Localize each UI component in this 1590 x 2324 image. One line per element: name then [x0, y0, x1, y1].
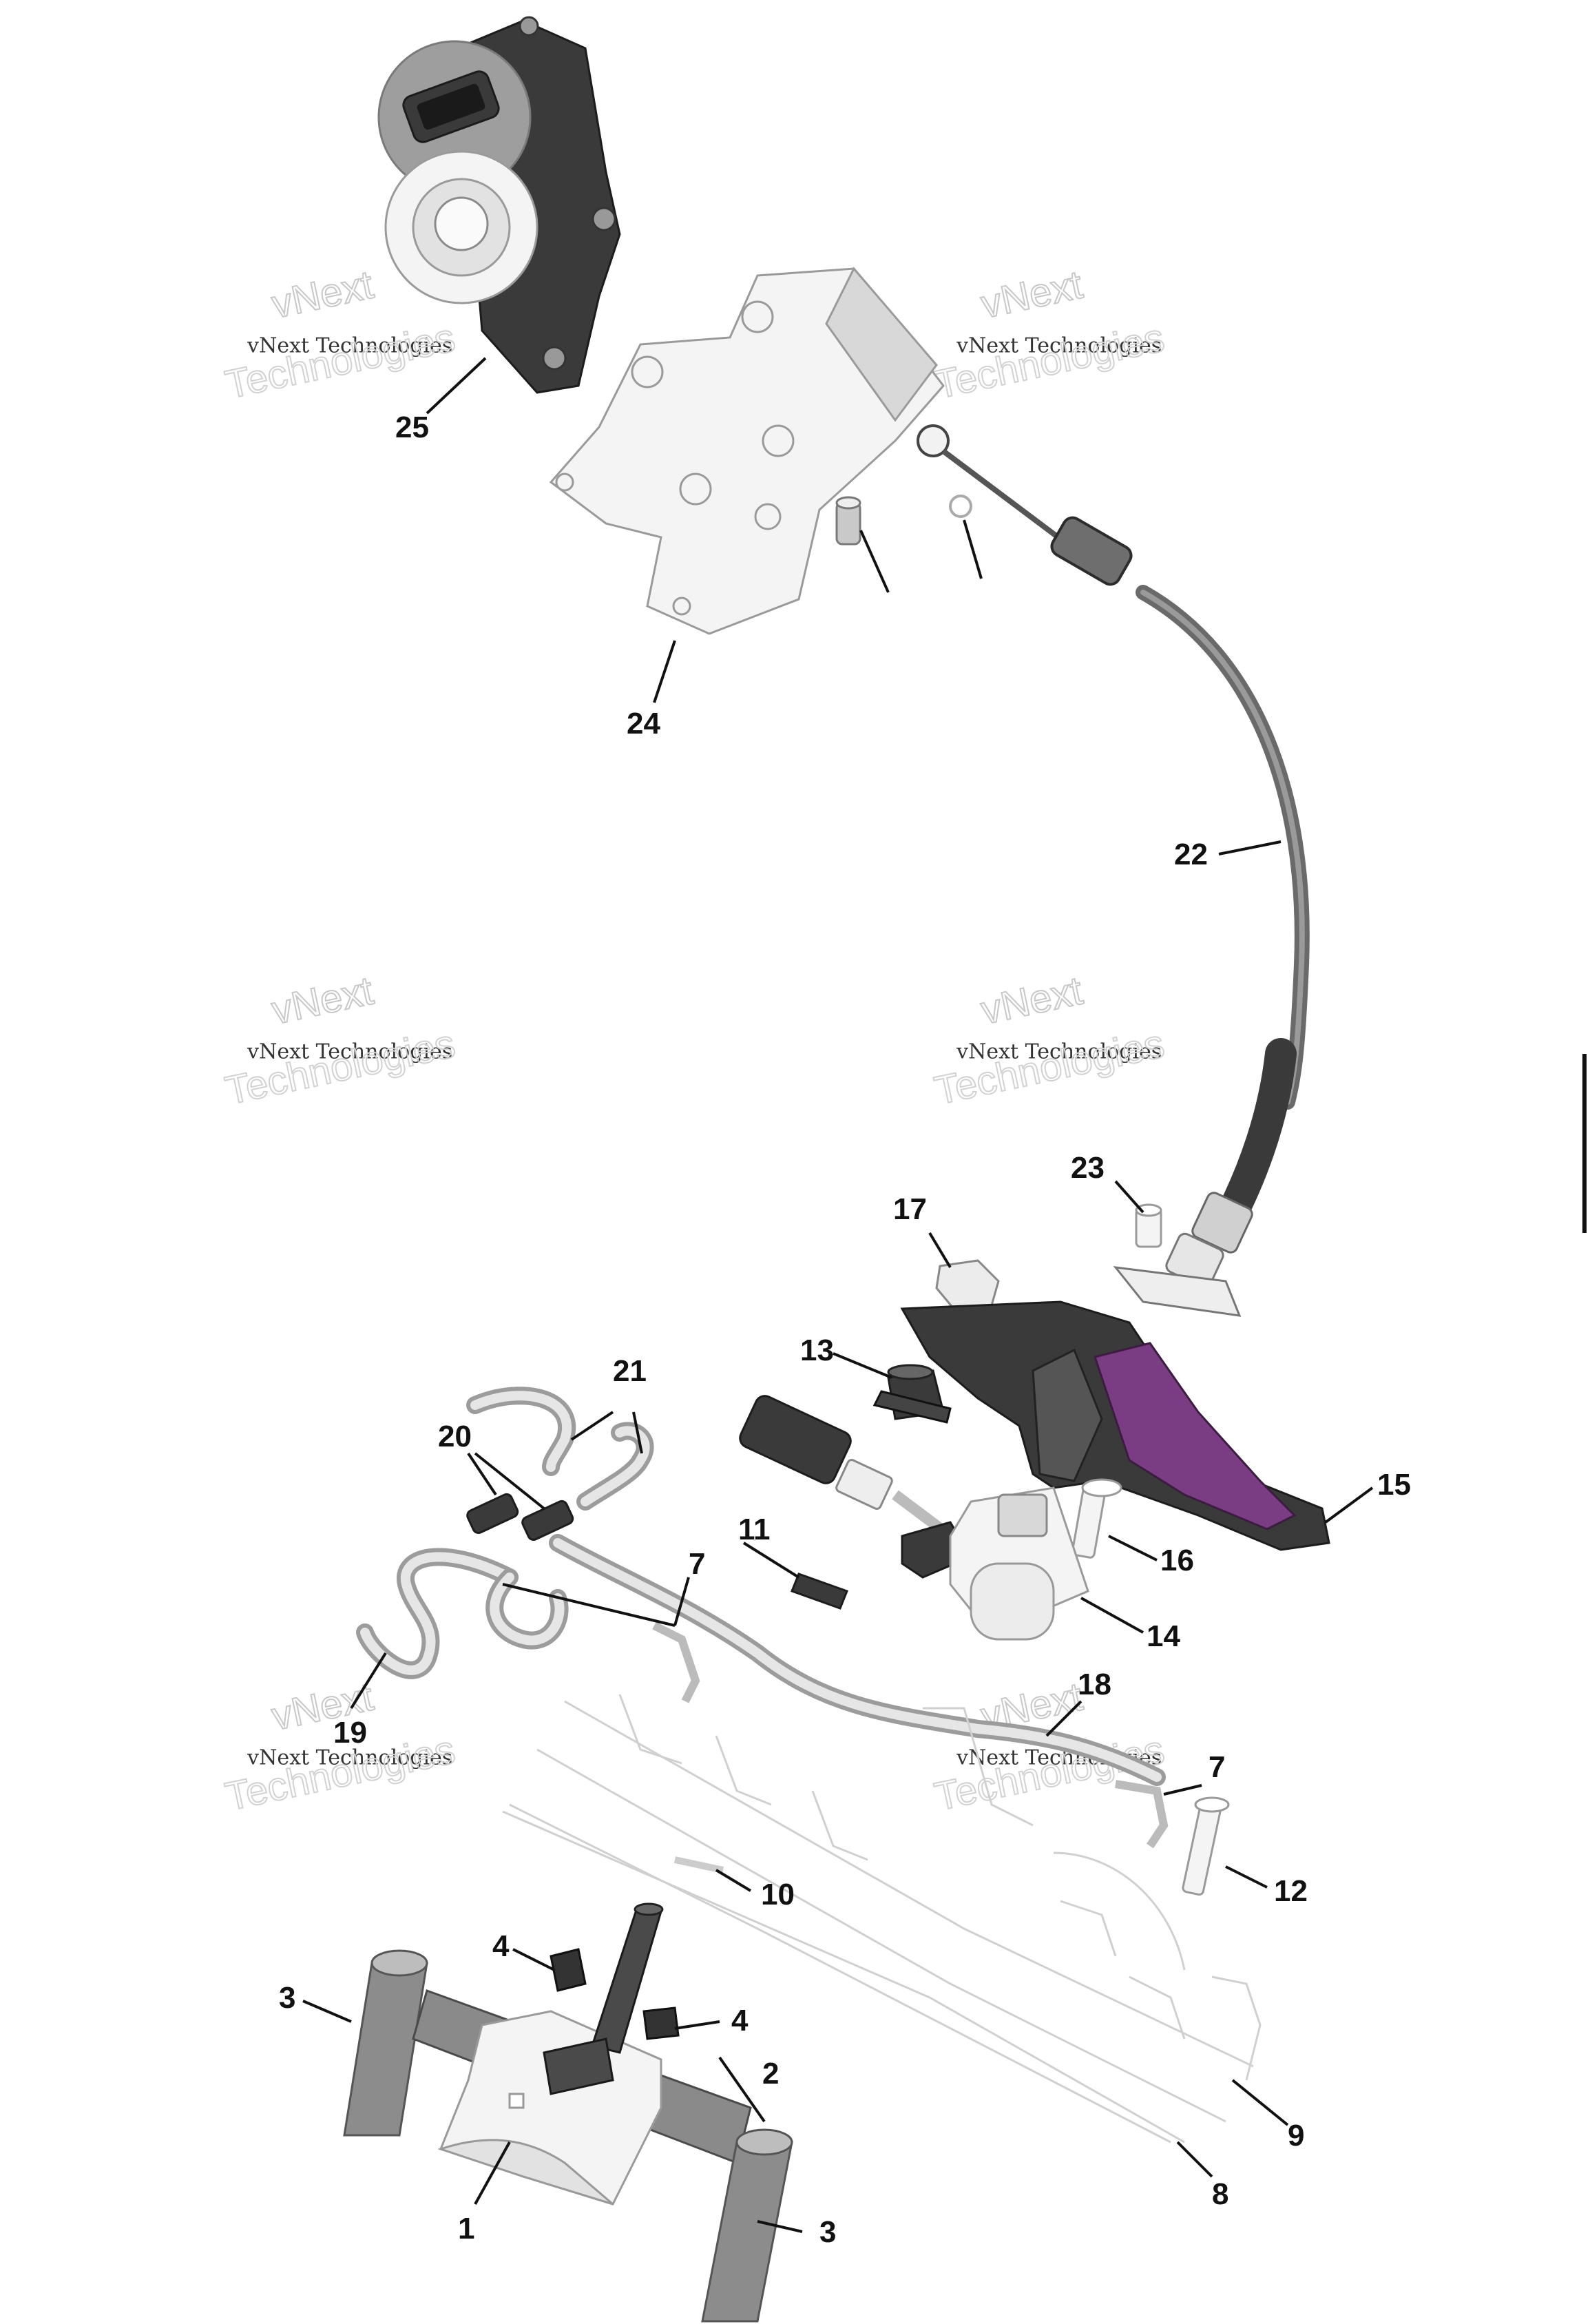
callout-7b: 7 [1209, 1750, 1225, 1784]
callout-13: 15 [1377, 1468, 1411, 1502]
callout-3a: 3 [279, 1981, 295, 2015]
callout-6: 9 [1288, 2119, 1304, 2152]
watermark-text: Technologies [222, 1021, 459, 1113]
part-7-fitting-a [652, 1621, 700, 1703]
part-19-hose-a [466, 1387, 576, 1476]
part-22-bracket [549, 267, 945, 635]
watermark-text: vNext Technologies [956, 334, 1162, 358]
callout-15: 17 [893, 1192, 927, 1226]
watermark-text: Technologies [931, 315, 1169, 407]
part-4-spring-a [550, 1948, 587, 1992]
part-5-rail-line [502, 1810, 1185, 2144]
part-1-fork-shaft [543, 1902, 664, 2095]
callout-18: 20 [438, 1420, 472, 1453]
part-3-roller-right [701, 2128, 793, 2323]
watermark-mid-left: vNext vNext Technologies Technologies [221, 967, 460, 1114]
callout-7a: 7 [689, 1547, 705, 1581]
watermark-mid-right: vNext vNext Technologies Technologies [930, 967, 1169, 1114]
part-6-shift-rail [509, 1694, 1262, 2144]
part-20-cable [917, 424, 1310, 1289]
part-14-bolt [1071, 1478, 1122, 1559]
callout-21: 23 [1071, 1151, 1105, 1185]
watermark-text: vNext Technologies [956, 1040, 1162, 1064]
callout-1: 1 [458, 2212, 474, 2245]
part-24-stud [835, 496, 861, 546]
part-9-pad [791, 1573, 848, 1610]
part-11-bushing [872, 1364, 952, 1424]
part-8-pin [673, 1856, 724, 1874]
callout-8: 10 [761, 1878, 795, 1911]
page-edge-bar [1582, 1054, 1587, 1233]
callout-17: 19 [333, 1716, 367, 1750]
part-3-roller-left [343, 1949, 428, 2137]
callout-5: 8 [1212, 2177, 1228, 2211]
watermark-text: vNext [268, 262, 377, 326]
callout-4b: 4 [731, 2004, 749, 2037]
callout-2: 2 [762, 2057, 779, 2090]
part-16-hose-long [485, 1534, 1166, 1786]
part-7-fitting-b [1115, 1780, 1169, 1849]
callout-12: 14 [1147, 1619, 1180, 1653]
watermark-text: vNext Technologies [247, 1746, 452, 1770]
watermark-text: Technologies [222, 315, 459, 407]
part-17-hose [356, 1548, 519, 1679]
part-13-lever [900, 1300, 1330, 1551]
callout-3b: 3 [819, 2215, 836, 2249]
callout-9: 11 [738, 1513, 771, 1546]
part-18-connector-a [466, 1493, 519, 1534]
part-4-spring-b [642, 2006, 680, 2040]
callout-14: 16 [1160, 1544, 1194, 1577]
callout-11: 13 [800, 1334, 834, 1367]
callout-19: 21 [613, 1354, 647, 1388]
part-18-connector-b [521, 1500, 574, 1541]
part-23-actuator-motor [377, 16, 621, 394]
callout-23: 25 [395, 411, 429, 444]
part-15-nut [935, 1259, 1000, 1310]
callout-22: 24 [627, 707, 660, 740]
watermark-top-right: vNext vNext Technologies Technologies [930, 261, 1169, 408]
part-21-bolt [1113, 1203, 1242, 1317]
watermark-text: vNext Technologies [247, 1040, 452, 1064]
callout-4a: 4 [492, 1929, 510, 1963]
part-25-washer [949, 495, 972, 518]
leader-lines [302, 357, 1374, 2233]
callout-labels: 25 24 22 23 17 13 15 16 14 11 21 20 7 19… [279, 411, 1411, 2249]
callout-10: 12 [1274, 1874, 1308, 1908]
part-12-sensor [739, 1395, 1089, 1641]
watermark-text: vNext Technologies [247, 334, 452, 358]
watermark-text: Technologies [931, 1021, 1169, 1113]
watermark-text: vNext [977, 968, 1087, 1033]
callout-16: 18 [1078, 1668, 1111, 1701]
watermark-text: vNext [977, 262, 1087, 326]
callout-20: 22 [1174, 838, 1208, 871]
part-10-bolt [1182, 1796, 1230, 1896]
part-19-hose-b [576, 1422, 654, 1511]
watermark-text: vNext [268, 968, 377, 1033]
